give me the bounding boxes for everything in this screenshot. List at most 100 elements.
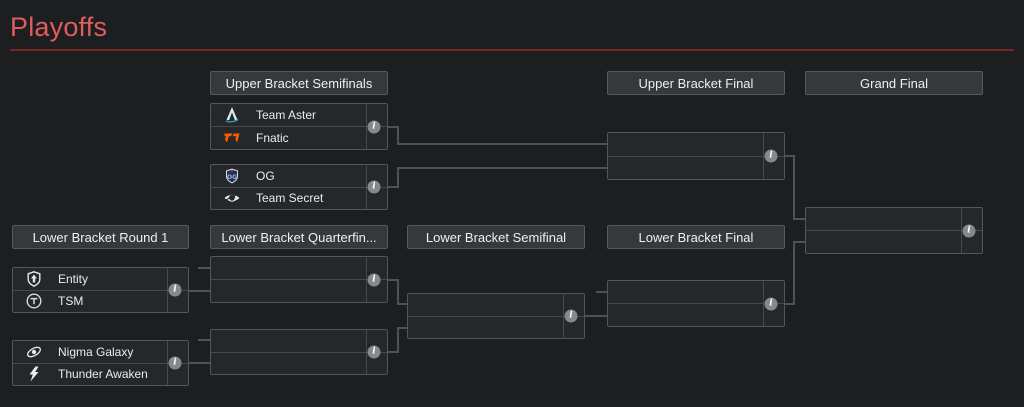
team-row[interactable]: OG OG	[211, 165, 387, 188]
team-name: Nigma Galaxy	[58, 344, 134, 359]
score-column	[167, 268, 188, 312]
bracket-connector	[397, 167, 608, 169]
score-column	[366, 330, 387, 374]
secret-logo-icon	[224, 190, 240, 206]
bracket-connector	[397, 126, 399, 145]
title-underline	[10, 49, 1014, 51]
match-info-icon[interactable]: i	[367, 345, 381, 359]
team-row	[608, 157, 784, 180]
match-info-icon[interactable]: i	[367, 273, 381, 286]
team-name: Team Secret	[256, 191, 324, 206]
team-name: Team Aster	[256, 108, 317, 122]
score-column	[763, 281, 784, 326]
svg-text:OG: OG	[227, 174, 237, 181]
match-lb-quarterfinal-1: i	[210, 256, 388, 303]
fnatic-logo-icon	[224, 130, 240, 146]
match-lb-quarterfinal-2: i	[210, 329, 388, 375]
bracket-connector	[793, 218, 806, 220]
bracket-connector	[596, 291, 608, 293]
match-lb-final: i	[607, 280, 785, 327]
bracket-connector	[198, 339, 211, 341]
team-row[interactable]: Fnatic	[211, 127, 387, 149]
score-column	[167, 341, 188, 385]
round-header-label: Lower Bracket Semifinal	[425, 229, 567, 245]
round-header-ub-semifinals: Upper Bracket Semifinals	[210, 71, 388, 95]
team-row	[408, 294, 584, 317]
bracket-connector	[388, 186, 398, 188]
score-column	[763, 133, 784, 179]
score-column	[366, 104, 387, 149]
round-header-lb-round-1: Lower Bracket Round 1	[12, 225, 189, 249]
round-header-lb-quarterfinals: Lower Bracket Quarterfin...	[210, 225, 388, 249]
team-row	[211, 257, 387, 280]
bracket-connector	[397, 303, 408, 305]
round-header-lb-semifinal: Lower Bracket Semifinal	[407, 225, 585, 249]
round-header-label: Lower Bracket Round 1	[32, 229, 169, 245]
match-info-icon[interactable]: i	[564, 309, 578, 323]
match-info-icon[interactable]: i	[168, 283, 182, 297]
bracket-connector	[785, 303, 794, 305]
bracket-connector	[397, 327, 399, 353]
team-name: Fnatic	[256, 131, 289, 145]
score-column	[366, 165, 387, 209]
team-row	[211, 330, 387, 353]
bracket-connector	[388, 126, 398, 128]
team-row	[608, 133, 784, 157]
entity-logo-icon	[26, 270, 42, 287]
nigma-logo-icon	[26, 344, 42, 360]
score-column	[961, 208, 982, 253]
team-row[interactable]: Nigma Galaxy	[13, 341, 188, 364]
round-header-lb-final: Lower Bracket Final	[607, 225, 785, 249]
match-info-icon[interactable]: i	[367, 180, 381, 194]
bracket-connector	[793, 155, 795, 220]
round-header-label: Lower Bracket Final	[638, 229, 754, 245]
bracket-connector	[397, 167, 399, 188]
match-info-icon[interactable]: i	[168, 356, 182, 370]
page-title: Playoffs	[10, 12, 108, 42]
match-info-icon[interactable]: i	[962, 224, 976, 237]
team-row	[211, 353, 387, 375]
bracket-connector	[793, 241, 795, 305]
bracket-connector	[388, 279, 398, 281]
bracket-connector	[388, 351, 398, 353]
team-row[interactable]: TSM	[13, 291, 188, 313]
bracket-connector	[785, 155, 794, 157]
team-row	[608, 281, 784, 304]
bracket-connector	[793, 241, 806, 243]
round-header-grand-final: Grand Final	[805, 71, 983, 95]
bracket-connector	[585, 315, 608, 317]
bracket-connector	[397, 279, 399, 305]
round-header-ub-final: Upper Bracket Final	[607, 71, 785, 95]
team-row[interactable]: Team Secret	[211, 188, 387, 210]
team-row[interactable]: Entity	[13, 268, 188, 291]
team-name: TSM	[58, 294, 84, 309]
bracket-connector	[189, 290, 211, 292]
team-row	[806, 231, 982, 253]
round-header-label: Upper Bracket Semifinals	[225, 75, 373, 91]
aster-logo-icon	[224, 107, 240, 123]
bracket-connector	[189, 362, 211, 364]
match-grand-final: i	[805, 207, 983, 254]
round-header-label: Lower Bracket Quarterfin...	[221, 229, 377, 245]
bracket-connector	[198, 267, 211, 269]
team-row	[408, 317, 584, 339]
bracket-connector	[397, 327, 408, 329]
match-ub-final: i	[607, 132, 785, 180]
team-row	[806, 208, 982, 231]
team-name: OG	[256, 168, 275, 183]
match-lb-semifinal: i	[407, 293, 585, 339]
bracket-connector	[397, 143, 608, 145]
match-info-icon[interactable]: i	[764, 149, 778, 163]
match-info-icon[interactable]: i	[367, 120, 381, 133]
team-row[interactable]: Thunder Awaken	[13, 364, 188, 386]
team-row	[608, 304, 784, 326]
thunder-logo-icon	[26, 366, 42, 382]
match-info-icon[interactable]: i	[764, 297, 778, 310]
round-header-label: Grand Final	[860, 75, 928, 91]
team-name: Thunder Awaken	[58, 367, 148, 382]
team-row[interactable]: Team Aster	[211, 104, 387, 127]
